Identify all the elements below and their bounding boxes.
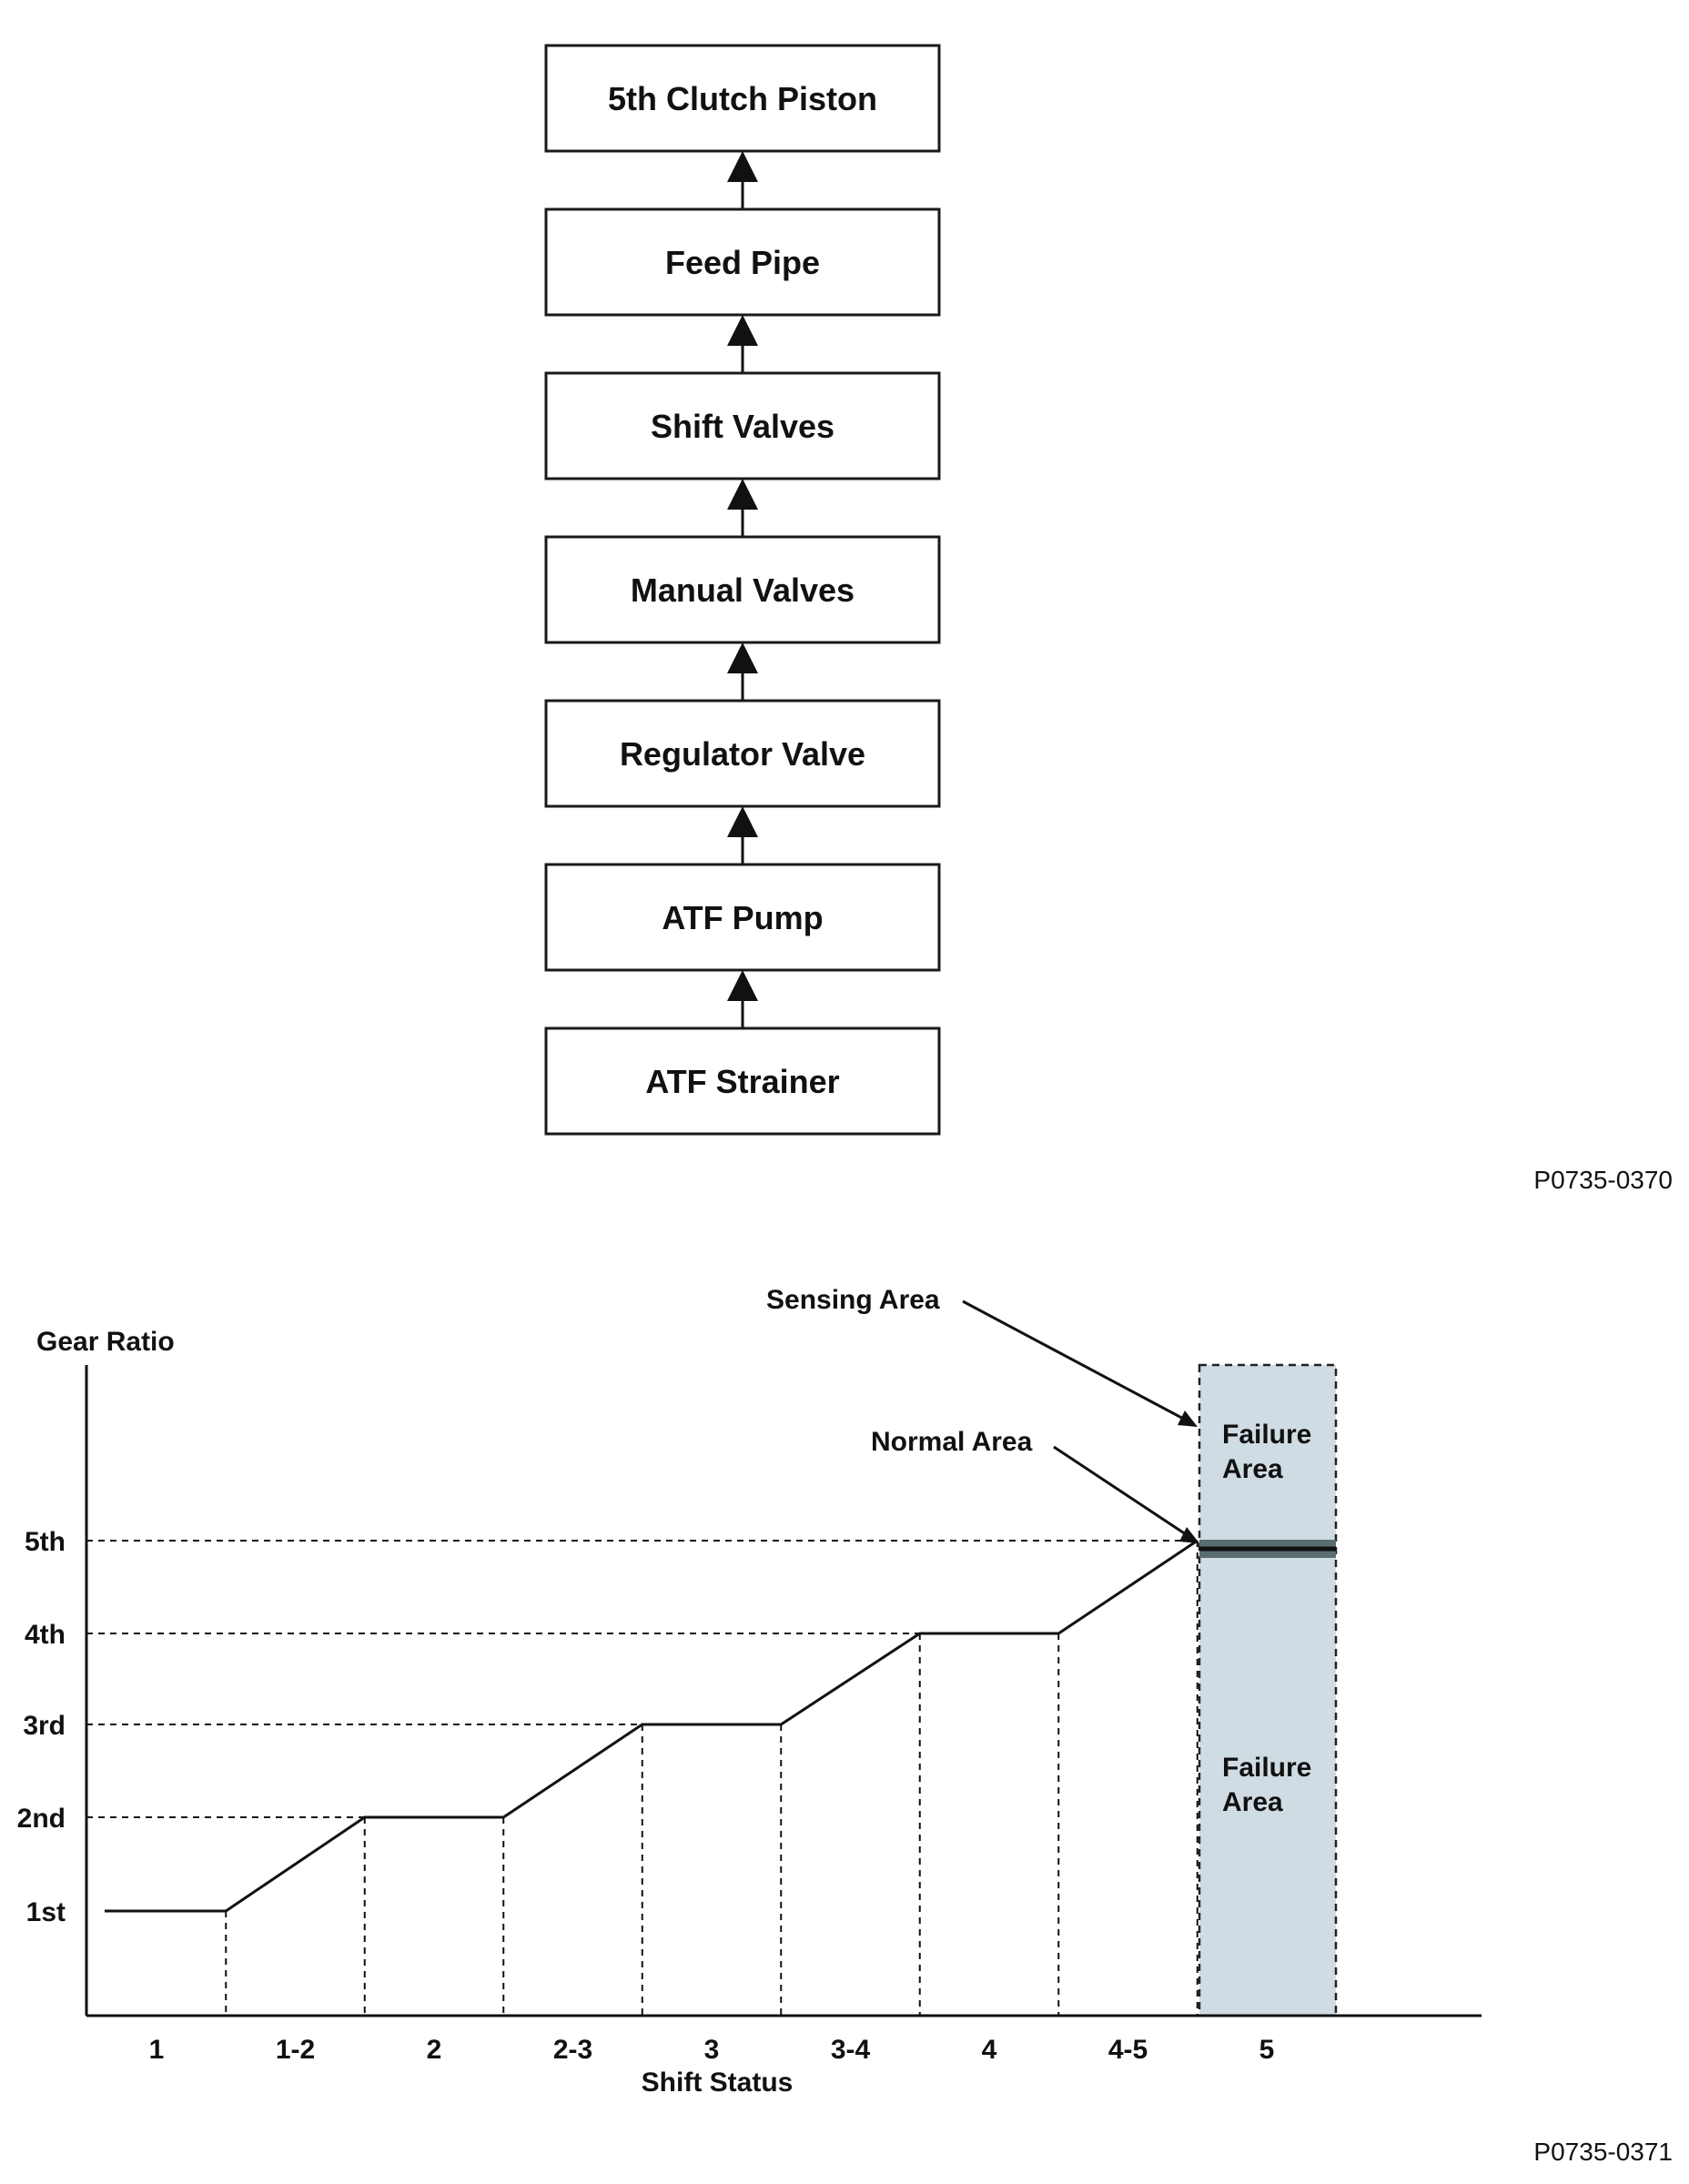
figure-id-bottom: P0735-0371	[1533, 2138, 1673, 2166]
normal-area-label: Normal Area	[871, 1427, 1033, 1457]
x-tick-label: 3	[704, 2035, 720, 2065]
figure-id-top: P0735-0370	[1533, 1166, 1673, 1194]
flow-box-label: Regulator Valve	[620, 735, 865, 773]
y-tick-label: 3rd	[23, 1711, 66, 1741]
flow-box: Manual Valves	[544, 535, 941, 644]
x-tick-label: 4	[982, 2035, 997, 2065]
gear-ratio-line	[105, 1539, 1198, 1913]
x-tick-label: 3-4	[831, 2035, 871, 2065]
flow-box-rect	[544, 535, 941, 644]
flow-box-rect	[544, 44, 941, 153]
flow-box-rect	[544, 863, 941, 972]
y-tick-label: 5th	[25, 1527, 66, 1557]
flow-box: ATF Strainer	[544, 1026, 941, 1136]
flow-arrowhead-icon	[727, 806, 758, 837]
failure-area-upper-line2: Area	[1222, 1454, 1283, 1484]
flow-box-label: Shift Valves	[651, 408, 834, 445]
sensing-area-label: Sensing Area	[766, 1285, 940, 1315]
flow-arrowhead-icon	[727, 315, 758, 346]
sensing-area-arrowhead	[1178, 1410, 1198, 1427]
x-tick-label: 1	[149, 2035, 165, 2065]
y-axis-label: Gear Ratio	[36, 1327, 175, 1357]
flow-box-rect	[544, 1026, 941, 1136]
y-tick-label: 4th	[25, 1620, 66, 1650]
flow-arrowhead-icon	[727, 151, 758, 182]
x-tick-label: 5	[1259, 2035, 1275, 2065]
flow-box-label: Feed Pipe	[665, 244, 820, 281]
x-axis-label: Shift Status	[642, 2068, 794, 2098]
y-tick-label: 2nd	[17, 1804, 66, 1834]
flow-box: Regulator Valve	[544, 699, 941, 808]
flow-box-label: ATF Pump	[662, 899, 823, 936]
flow-box-label: ATF Strainer	[645, 1063, 839, 1100]
y-tick-label: 1st	[26, 1897, 66, 1927]
flow-box-label: Manual Valves	[631, 571, 855, 609]
x-tick-label: 2-3	[553, 2035, 592, 2065]
normal-area-pointer	[1053, 1445, 1189, 1538]
flow-arrowhead-icon	[727, 642, 758, 673]
x-tick-label: 2	[427, 2035, 442, 2065]
x-tick-label: 4-5	[1108, 2035, 1148, 2065]
series-line	[105, 1539, 1198, 1913]
failure-area-upper-line1: Failure	[1222, 1420, 1311, 1450]
flow-box: 5th Clutch Piston	[544, 44, 941, 153]
flow-arrowhead-icon	[727, 970, 758, 1001]
normal-area-arrowhead	[1179, 1527, 1199, 1543]
sensing-area-pointer	[962, 1299, 1189, 1423]
dashed-guides	[86, 1540, 1198, 2016]
flow-box: ATF Pump	[544, 863, 941, 972]
flow-arrowhead-icon	[727, 479, 758, 510]
failure-area-lower-line1: Failure	[1222, 1753, 1311, 1783]
failure-area-column	[1198, 1363, 1338, 2017]
flow-box-rect	[544, 699, 941, 808]
flow-box-label: 5th Clutch Piston	[608, 80, 877, 117]
failure-area-lower-line2: Area	[1222, 1787, 1283, 1817]
x-tick-label: 1-2	[276, 2035, 315, 2065]
